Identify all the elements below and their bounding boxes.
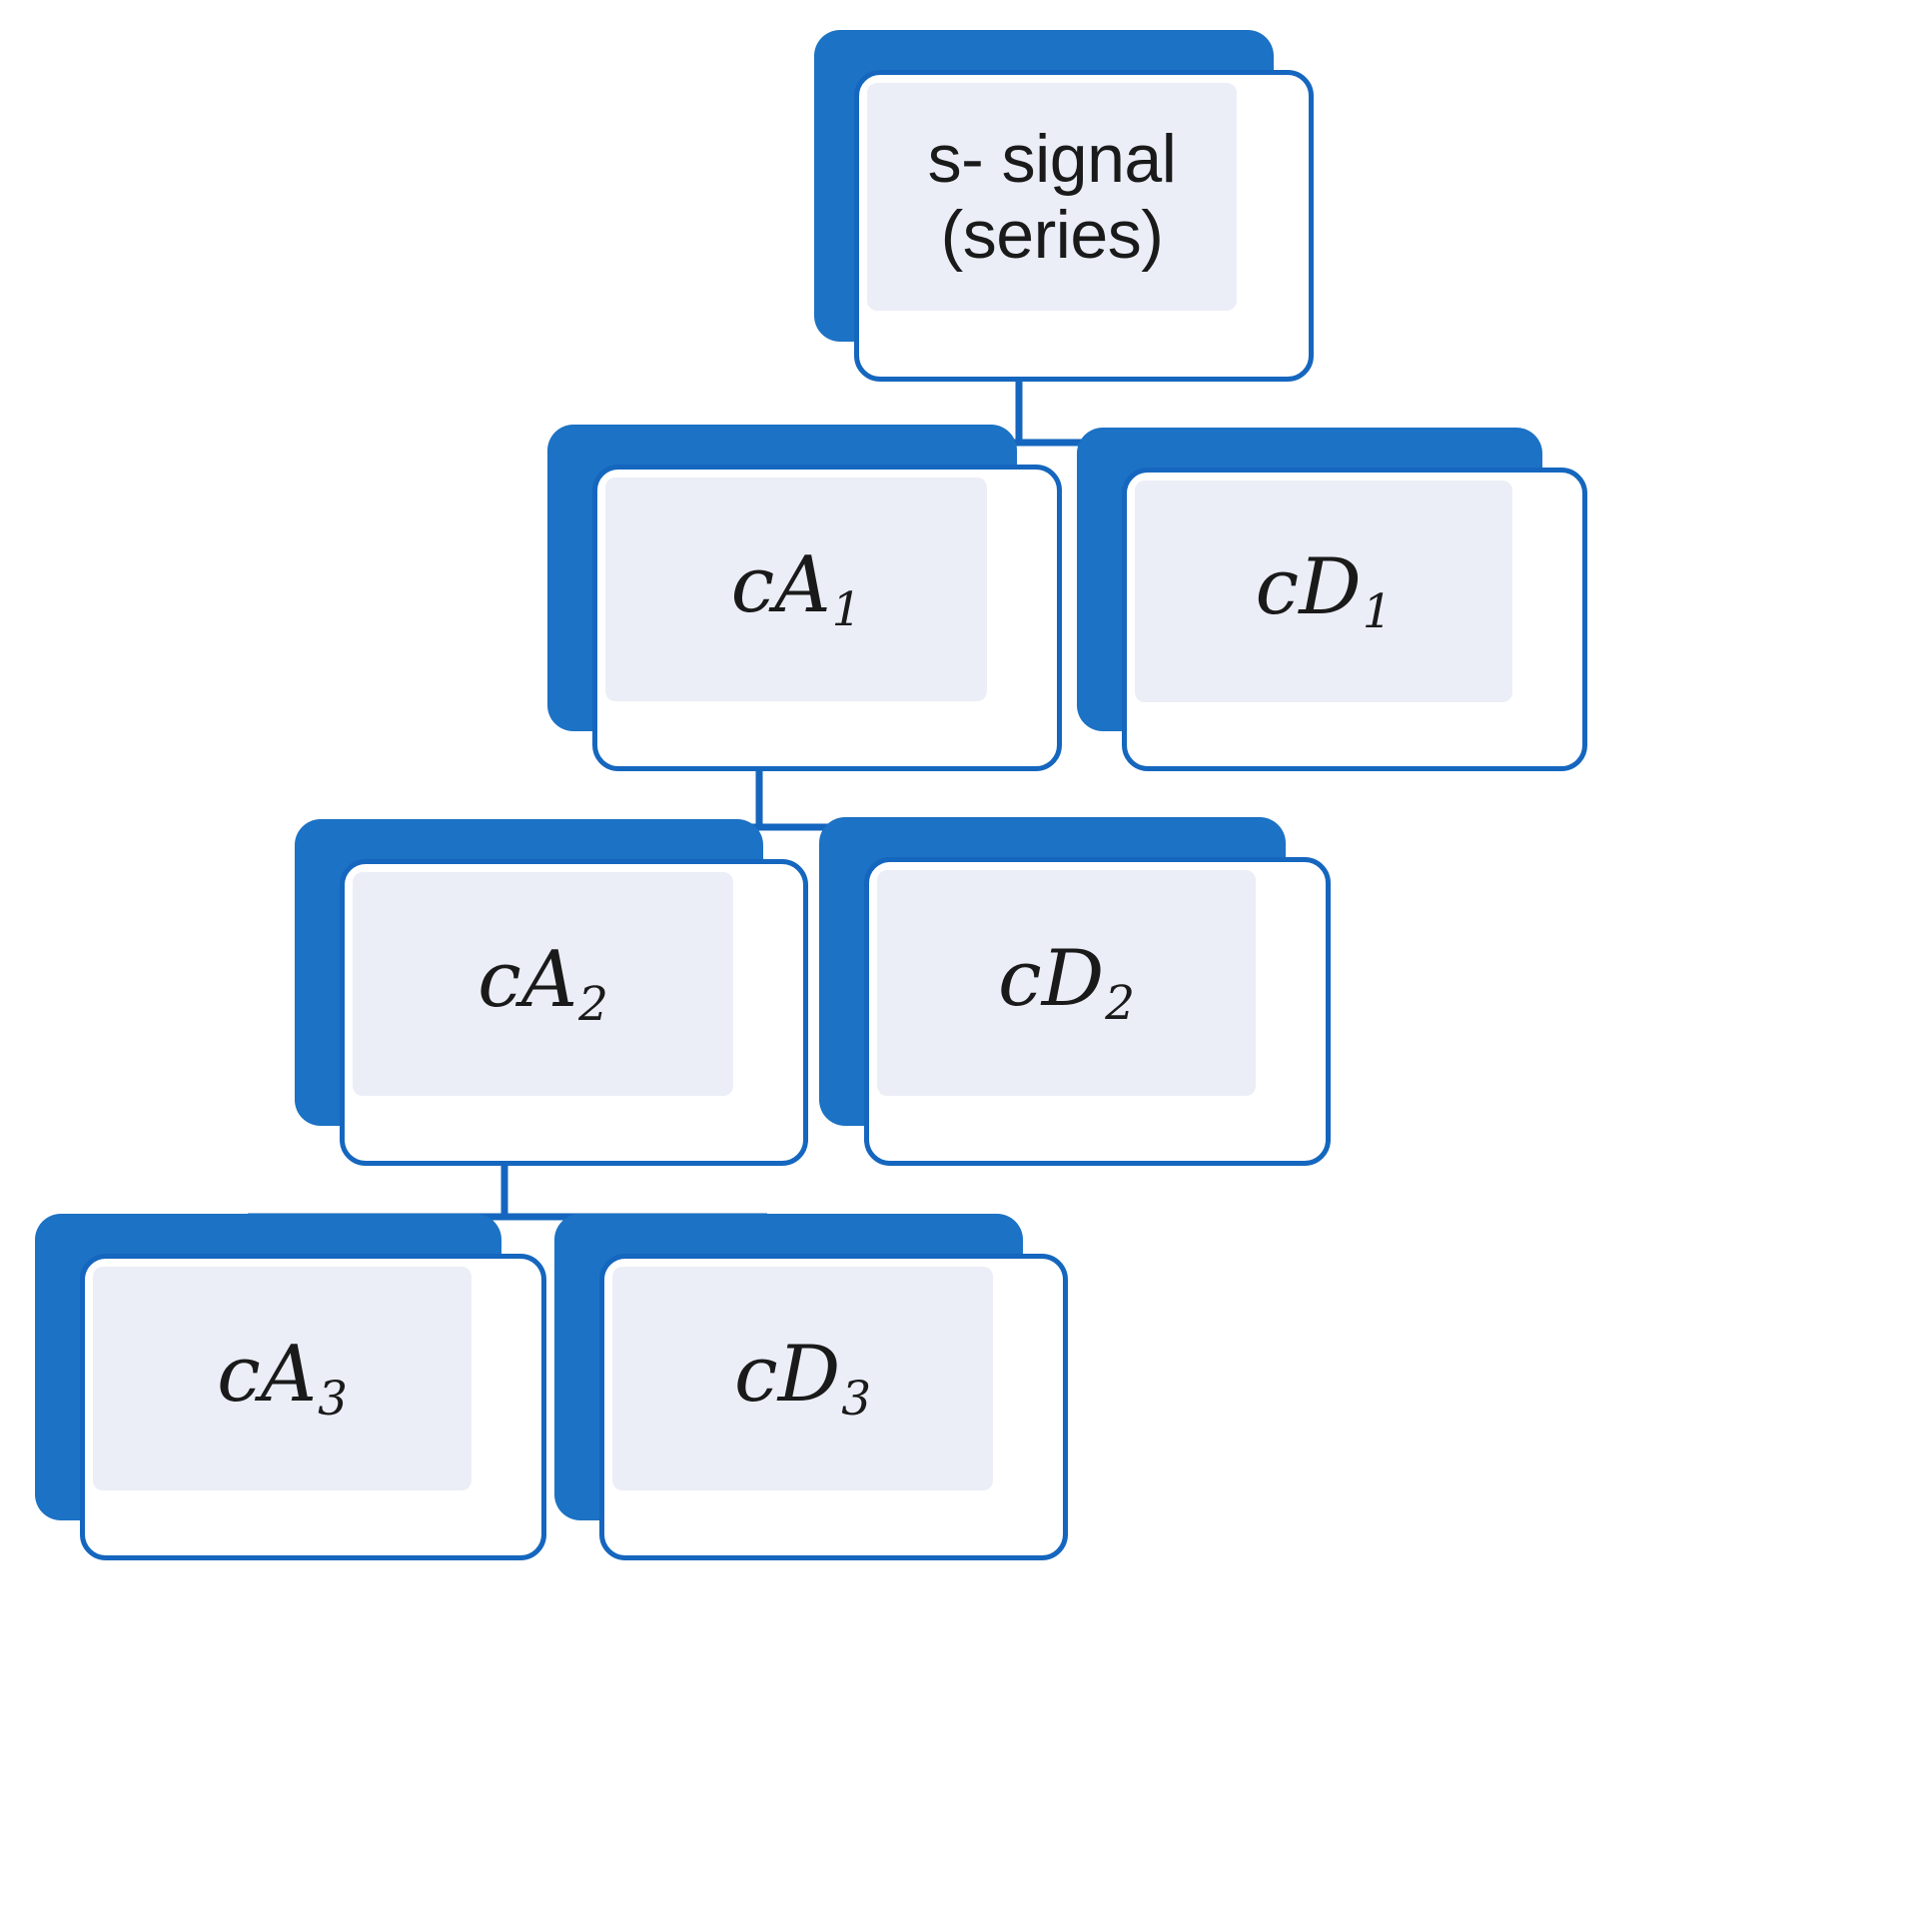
node-cA2-label-subscript: 2	[578, 977, 608, 1032]
node-root-card[interactable]: s- signal (series)	[854, 70, 1314, 382]
node-cA2-label: cA2	[478, 934, 608, 1032]
node-cD2-label: cD2	[998, 933, 1135, 1031]
node-cA2-label-base: cA	[478, 934, 578, 1025]
node-cA3-label-base: cA	[217, 1329, 318, 1420]
node-cD1-inner: cD1	[1135, 481, 1512, 702]
node-cD3-inner: cD3	[612, 1267, 993, 1490]
node-cA1-label-base: cA	[730, 539, 831, 630]
node-cD3-card[interactable]: cD3	[599, 1254, 1068, 1560]
node-cA3[interactable]: cA3	[35, 1214, 546, 1560]
node-cA3-inner: cA3	[93, 1267, 472, 1490]
node-cD2-inner: cD2	[877, 870, 1256, 1096]
node-cD3-label: cD3	[734, 1329, 871, 1427]
node-cD2-card[interactable]: cD2	[864, 857, 1331, 1166]
node-cA3-label-subscript: 3	[318, 1372, 348, 1427]
node-cD3-label-subscript: 3	[841, 1372, 871, 1427]
node-cD2-label-base: cD	[998, 933, 1105, 1024]
node-cA1-inner: cA1	[605, 478, 987, 701]
node-cD3-label-base: cD	[734, 1329, 841, 1420]
node-cD1-label-subscript: 1	[1362, 584, 1393, 639]
node-root-inner: s- signal (series)	[867, 83, 1237, 311]
node-cA1-label-subscript: 1	[831, 582, 862, 637]
node-cA3-label: cA3	[217, 1329, 348, 1427]
node-cA2-inner: cA2	[353, 872, 733, 1096]
node-root-label: s- signal (series)	[927, 120, 1177, 273]
node-cD3[interactable]: cD3	[554, 1214, 1068, 1560]
node-cA2[interactable]: cA2	[295, 819, 808, 1166]
node-cA3-card[interactable]: cA3	[80, 1254, 546, 1560]
node-cA1-card[interactable]: cA1	[592, 465, 1062, 771]
node-cD2-label-subscript: 2	[1105, 976, 1135, 1031]
node-cD2[interactable]: cD2	[819, 817, 1331, 1166]
node-cA2-card[interactable]: cA2	[340, 859, 808, 1166]
node-cA1[interactable]: cA1	[547, 425, 1062, 771]
node-root[interactable]: s- signal (series)	[814, 30, 1319, 382]
node-cD1[interactable]: cD1	[1077, 428, 1587, 771]
node-cD1-card[interactable]: cD1	[1122, 468, 1587, 771]
node-cD1-label-base: cD	[1255, 541, 1362, 632]
node-cD1-label: cD1	[1255, 541, 1393, 639]
node-cA1-label: cA1	[730, 539, 862, 637]
